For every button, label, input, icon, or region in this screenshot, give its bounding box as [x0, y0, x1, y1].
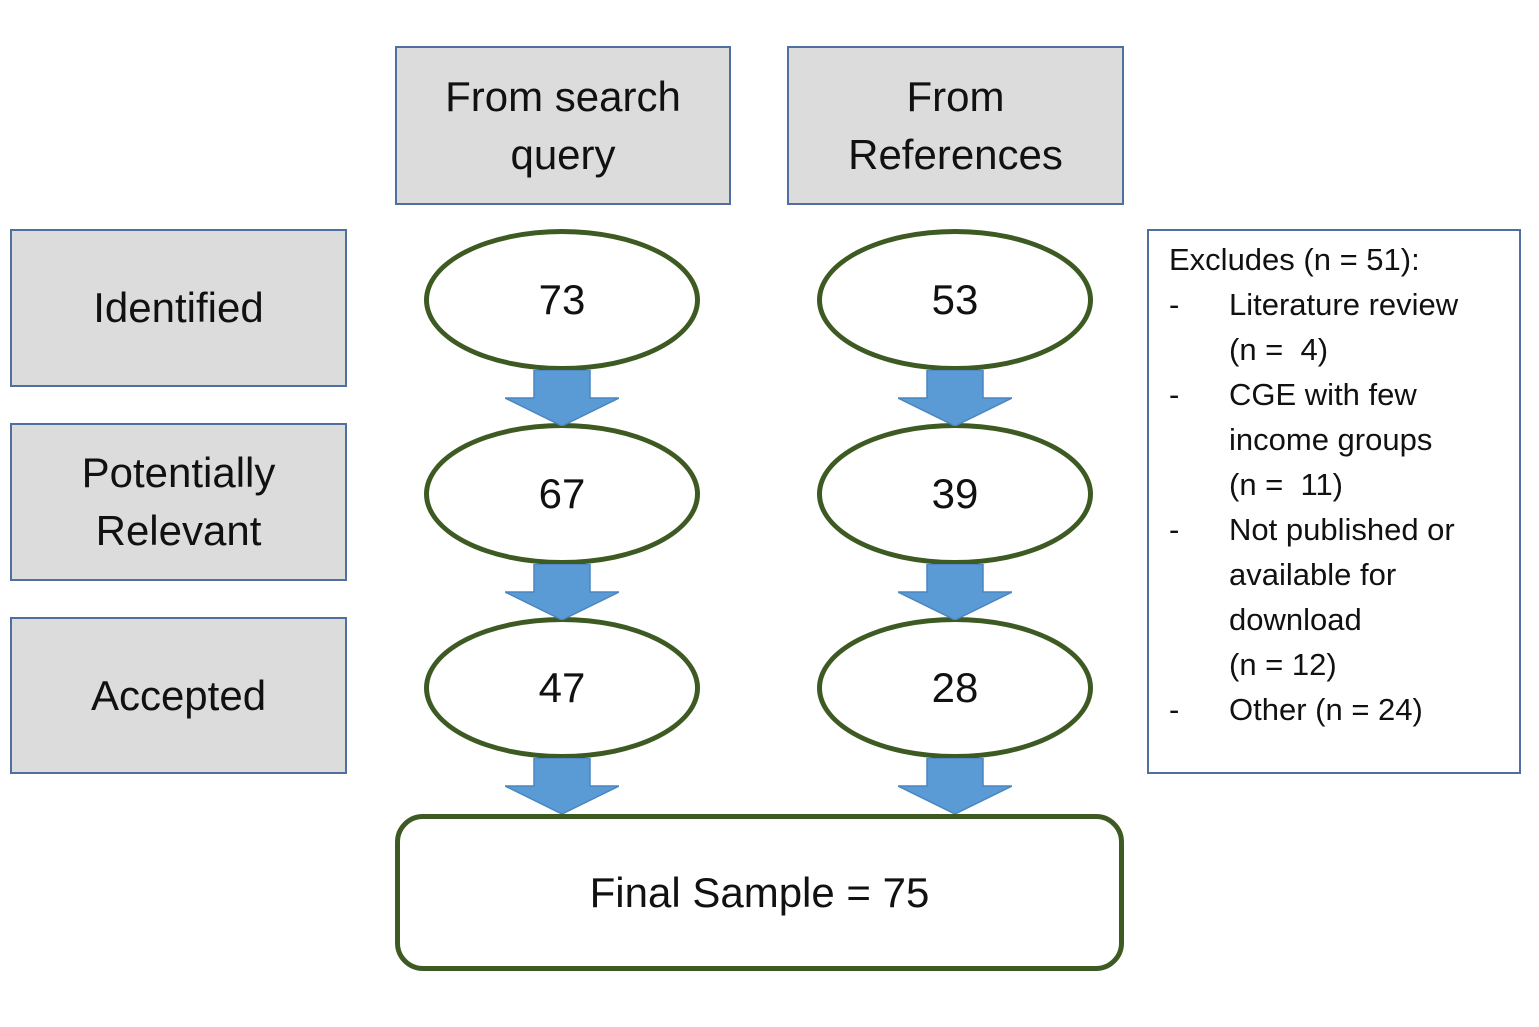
- references-identified-count: 53: [817, 229, 1093, 371]
- list-bullet: -: [1169, 377, 1180, 412]
- down-arrow-icon: [505, 370, 619, 426]
- list-item-text: CGE with few income groups (n = 11): [1229, 377, 1433, 502]
- references-accepted-count: 28: [817, 617, 1093, 759]
- down-arrow-icon: [898, 564, 1012, 620]
- list-bullet: -: [1169, 692, 1180, 727]
- down-arrow-icon: [505, 564, 619, 620]
- list-bullet: -: [1169, 512, 1180, 547]
- list-item-text: Literature review (n = 4): [1229, 287, 1459, 367]
- list-item: - Other (n = 24): [1169, 687, 1509, 732]
- stage-accepted: Accepted: [10, 617, 347, 774]
- list-item: - Literature review (n = 4): [1169, 282, 1509, 372]
- down-arrow-icon: [898, 758, 1012, 814]
- list-item-text: Other (n = 24): [1229, 692, 1423, 727]
- header-search-query: From search query: [395, 46, 731, 205]
- list-bullet: -: [1169, 287, 1180, 322]
- excludes-title: Excludes (n = 51):: [1169, 242, 1420, 277]
- final-sample: Final Sample = 75: [395, 814, 1124, 971]
- search-relevant-count: 67: [424, 423, 700, 565]
- search-identified-count: 73: [424, 229, 700, 371]
- excludes-panel: Excludes (n = 51): - Literature review (…: [1147, 229, 1521, 774]
- down-arrow-icon: [505, 758, 619, 814]
- search-accepted-count: 47: [424, 617, 700, 759]
- list-item: - CGE with few income groups (n = 11): [1169, 372, 1509, 507]
- list-item-text: Not published or available for download …: [1229, 512, 1455, 682]
- stage-potentially-relevant: Potentially Relevant: [10, 423, 347, 581]
- list-item: - Not published or available for downloa…: [1169, 507, 1509, 687]
- down-arrow-icon: [898, 370, 1012, 426]
- references-relevant-count: 39: [817, 423, 1093, 565]
- stage-identified: Identified: [10, 229, 347, 387]
- header-references: From References: [787, 46, 1124, 205]
